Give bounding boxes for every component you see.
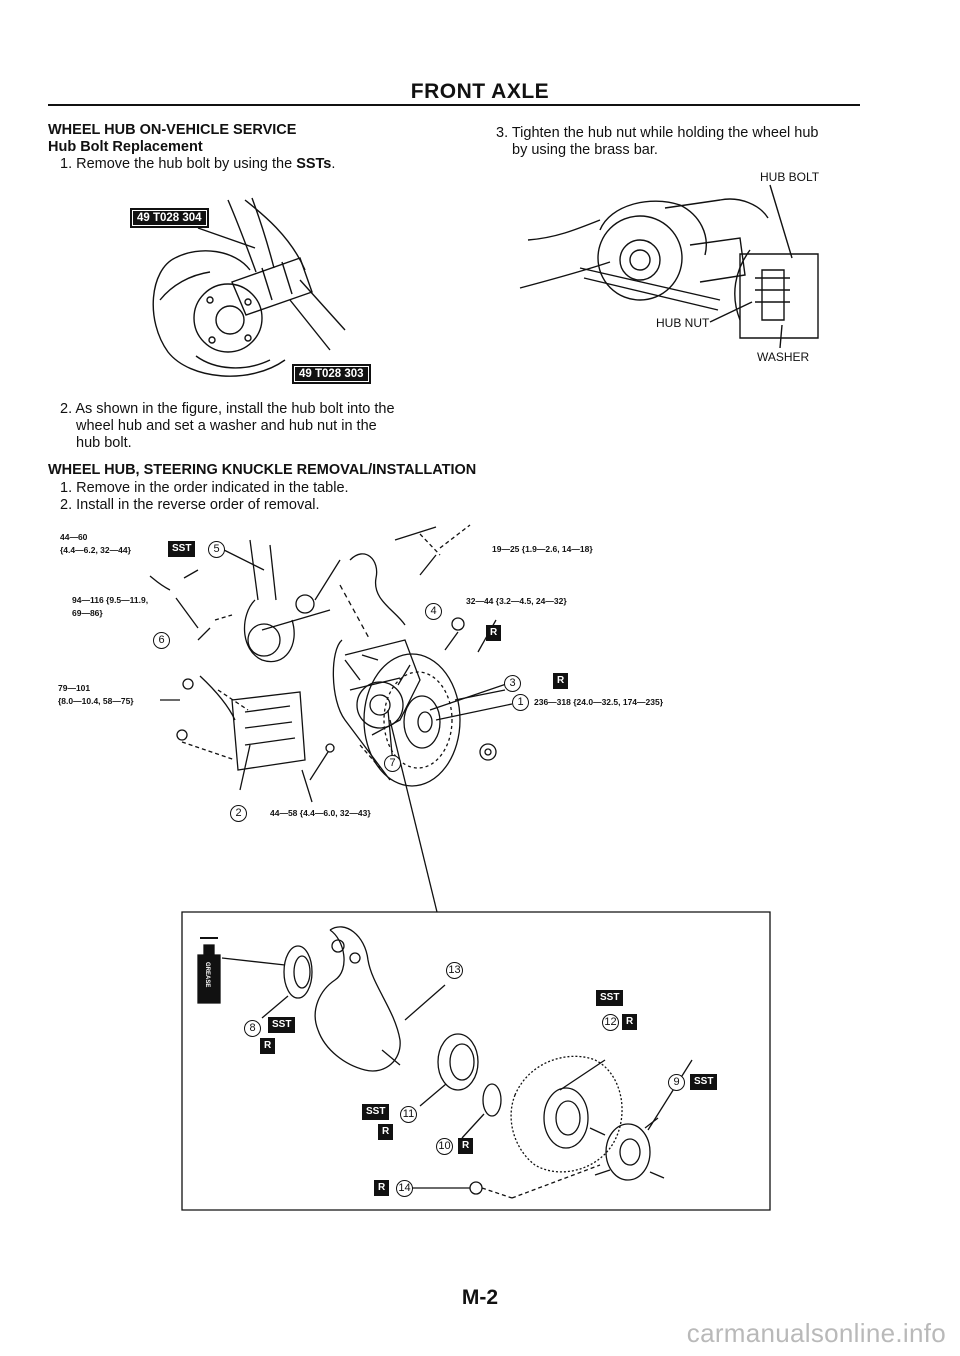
step3-line1: 3. Tighten the hub nut while holding the… (496, 125, 819, 141)
callout-5: 5 (208, 541, 225, 558)
callout-3: 3 (504, 675, 521, 692)
callout-10: 10 (436, 1138, 453, 1155)
torque-6-line1: 94—116 {9.5—11.9, (72, 595, 149, 605)
callout-1: 1 (512, 694, 529, 711)
step1-end: . (331, 156, 336, 172)
step2-line3: hub bolt. (76, 435, 132, 451)
torque-top: 19—25 {1.9—2.6, 14—18} (492, 544, 593, 554)
torque-1: 236—318 {24.0—32.5, 174—235} (534, 697, 664, 707)
torque-caliper-line1: 79—101 (58, 683, 91, 693)
section2-step1: 1. Remove in the order indicated in the … (60, 480, 349, 496)
sst-tag-8: SST (268, 1017, 296, 1033)
sst-tag-9: SST (690, 1074, 718, 1090)
torque-5-line1: 44—60 (60, 532, 88, 542)
label-washer: WASHER (757, 350, 810, 364)
callout-14: 14 (396, 1180, 413, 1197)
sst-label-303: 49 T028 303 (292, 364, 371, 384)
r-tag-8: R (260, 1038, 276, 1054)
r-tag-11: R (378, 1124, 394, 1140)
torque-4: 32—44 {3.2—4.5, 24—32} (466, 596, 567, 606)
r-tag-1: R (553, 673, 569, 689)
label-hub-bolt: HUB BOLT (760, 170, 820, 184)
step2-line1: 2. As shown in the figure, install the h… (60, 401, 395, 417)
label-hub-nut: HUB NUT (656, 316, 710, 330)
title-divider (48, 104, 860, 106)
r-tag-12: R (622, 1014, 638, 1030)
step1-bold: SSTs (296, 156, 332, 172)
callout-13: 13 (446, 962, 463, 979)
section-heading-hub-service: WHEEL HUB ON-VEHICLE SERVICE (48, 122, 297, 138)
r-tag-14: R (374, 1180, 390, 1196)
watermark: carmanualsonline.info (686, 1318, 946, 1348)
r-tag-10: R (458, 1138, 474, 1154)
callout-7: 7 (384, 755, 401, 772)
section2-step2: 2. Install in the reverse order of remov… (60, 497, 320, 513)
sst-tag-11: SST (362, 1104, 390, 1120)
torque-caliper-line2: {8.0—10.4, 58—75} (58, 696, 134, 706)
page-title: FRONT AXLE (410, 80, 550, 103)
torque-5-line2: {4.4—6.2, 32—44} (60, 545, 131, 555)
step2-line2: wheel hub and set a washer and hub nut i… (76, 418, 377, 434)
callout-8: 8 (244, 1020, 261, 1037)
grease-label: GREASE (204, 962, 210, 988)
r-tag-4: R (486, 625, 502, 641)
step1-text: 1. Remove the hub bolt by using the SSTs… (60, 156, 335, 173)
callout-6: 6 (153, 632, 170, 649)
callout-2: 2 (230, 805, 247, 822)
callout-12: 12 (602, 1014, 619, 1031)
callout-4: 4 (425, 603, 442, 620)
callout-11: 11 (400, 1106, 417, 1123)
sst-tag-5: SST (168, 541, 196, 557)
torque-6-line2: 69—86} (72, 608, 103, 618)
callout-9: 9 (668, 1074, 685, 1091)
step3-line2: by using the brass bar. (512, 142, 658, 158)
section-heading-knuckle: WHEEL HUB, STEERING KNUCKLE REMOVAL/INST… (48, 462, 477, 478)
sst-tag-12: SST (596, 990, 624, 1006)
torque-2: 44—58 {4.4—6.0, 32—43} (270, 808, 371, 818)
subheading-hub-bolt: Hub Bolt Replacement (48, 139, 203, 155)
page-number: M-2 (461, 1286, 499, 1309)
sst-label-304: 49 T028 304 (130, 208, 209, 228)
step1-main: 1. Remove the hub bolt by using the (60, 156, 297, 172)
